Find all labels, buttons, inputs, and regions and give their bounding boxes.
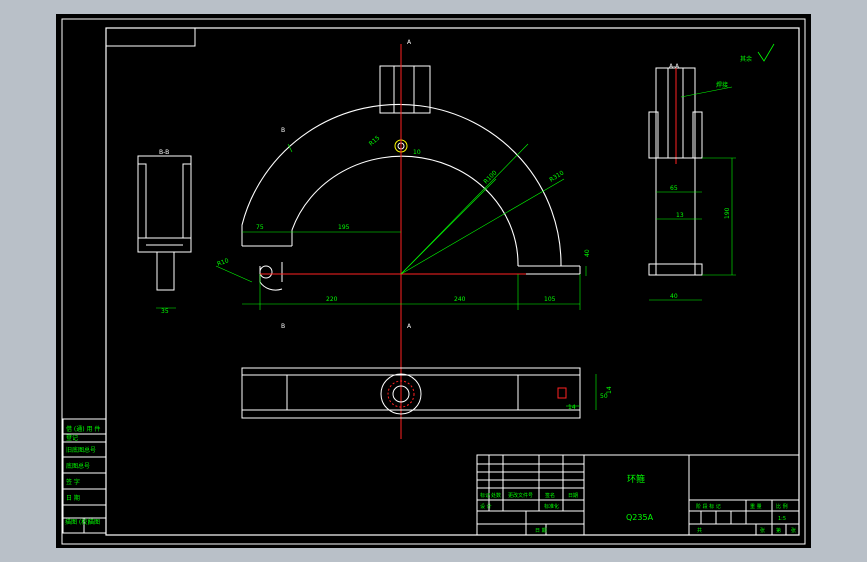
dim-190: 190 — [724, 207, 731, 219]
left-panel-label: 底图总号 — [66, 462, 90, 470]
section-b-top: B — [281, 127, 285, 134]
section-a-bottom: A — [407, 323, 412, 330]
dim-14: 14 — [606, 386, 613, 394]
dim-105: 105 — [544, 296, 556, 303]
section-a-top: A — [407, 39, 412, 46]
dim-220: 220 — [326, 296, 338, 303]
roughness-note: 其余 — [740, 55, 752, 63]
dim-14b: 14 — [568, 404, 576, 411]
top-view: 50 14 14 — [241, 367, 613, 419]
tb-scale-value: 1:5 — [778, 516, 786, 522]
tb-header: 签名 — [545, 492, 555, 499]
tb-stage-mark: 阶 段 标 记 — [696, 503, 721, 510]
front-view-labels: A A B B 75 195 R100 R310 220 240 105 40 … — [216, 39, 591, 330]
left-side-panel: 借 (通) 用 件 登记 旧底图总号 底图总号 签 字 日 期 描图 (校) 描… — [62, 418, 107, 534]
dim-r10: R10 — [216, 257, 230, 268]
inner-border — [105, 27, 800, 536]
part-name: 环箍 — [627, 473, 645, 485]
drawing-sheet: 借 (通) 用 件 登记 旧底图总号 底图总号 签 字 日 期 描图 (校) 描… — [56, 14, 811, 548]
tb-sheet: 第 — [776, 527, 781, 534]
tb-header: 更改文件号 — [508, 492, 533, 499]
dim-65: 65 — [670, 185, 678, 192]
tb-header: 标记 — [480, 492, 490, 499]
tb-sheet: 张 — [760, 527, 765, 534]
left-panel-label: 描图 (校) — [65, 518, 90, 526]
front-view — [215, 44, 587, 439]
material: Q235A — [626, 513, 654, 522]
tb-sheet: 共 — [697, 527, 702, 534]
tb-scale-label: 比 例 — [776, 503, 788, 510]
tb-sheet: 张 — [791, 527, 796, 534]
cad-drawing: 借 (通) 用 件 登记 旧底图总号 底图总号 签 字 日 期 描图 (校) 描… — [61, 18, 806, 545]
left-panel-label: 旧底图总号 — [66, 446, 96, 454]
left-panel-label: 描图 — [88, 518, 100, 526]
view-label-aa: A-A — [669, 63, 680, 70]
tb-standard: 标准化 — [544, 503, 559, 510]
dim-r100: R100 — [482, 169, 498, 185]
section-b-b-view: B-B 35 — [137, 149, 192, 315]
weld-leader: 焊接 — [716, 81, 728, 89]
tb-design: 设 计 — [480, 503, 492, 510]
dim-r15: R15 — [368, 134, 382, 147]
tb-date: 日 期 — [535, 528, 547, 534]
view-label-bb: B-B — [159, 149, 169, 156]
left-panel-label: 借 (通) 用 件 — [66, 425, 100, 433]
dim-35: 35 — [161, 308, 169, 315]
tb-header: 日期 — [568, 493, 578, 499]
tb-header: 处数 — [491, 492, 501, 499]
title-block: 标记 处数 更改文件号 签名 日期 设 计 标准化 日 期 环箍 Q235A 阶… — [476, 454, 800, 536]
dim-240: 240 — [454, 296, 466, 303]
dim-195: 195 — [338, 224, 350, 231]
section-a-a-view: A-A 65 13 190 40 焊接 其余 — [648, 43, 775, 301]
dim-10: 10 — [413, 149, 421, 156]
dim-40: 40 — [584, 249, 591, 257]
dim-r310: R310 — [548, 169, 565, 183]
dim-40b: 40 — [670, 293, 678, 300]
section-b-bottom: B — [281, 323, 285, 330]
left-panel-label: 日 期 — [66, 494, 80, 502]
left-panel-label: 登记 — [66, 434, 78, 442]
dim-75: 75 — [256, 224, 264, 231]
outer-border — [61, 18, 806, 545]
dim-50: 50 — [600, 393, 608, 400]
top-left-box — [105, 27, 196, 47]
tb-weight: 重 量 — [750, 503, 762, 510]
left-panel-label: 签 字 — [66, 478, 80, 486]
dim-13: 13 — [676, 212, 684, 219]
